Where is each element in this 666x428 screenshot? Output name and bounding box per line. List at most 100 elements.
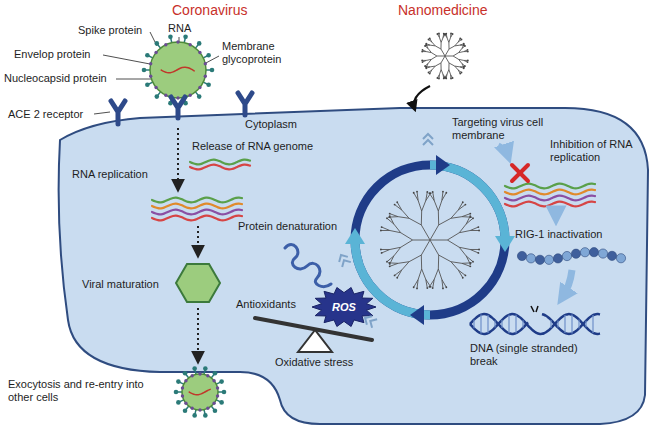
entry-arrow — [414, 86, 430, 110]
dendrimer — [422, 49, 424, 51]
cycle-ring — [355, 165, 505, 315]
dendrimer — [416, 191, 418, 193]
dendrimer — [445, 286, 447, 288]
part-label: Envelop protein — [14, 48, 90, 61]
dendrimer — [443, 34, 445, 37]
dendrimer — [470, 230, 479, 231]
rig1-protein — [517, 251, 526, 260]
dna-helix — [470, 314, 528, 334]
coronavirus-particle — [213, 408, 218, 413]
coronavirus-particle — [155, 41, 160, 46]
dendrimer — [421, 60, 423, 62]
dna-helix — [592, 315, 593, 333]
chevron-arrow — [337, 253, 351, 268]
dendrimer — [418, 200, 422, 211]
dendrimer — [470, 262, 472, 264]
dendrimer — [394, 224, 401, 233]
rig1-protein — [544, 255, 553, 264]
dendrimer — [467, 61, 469, 63]
dendrimer — [449, 46, 455, 49]
dendrimer — [448, 43, 449, 49]
flow-arrow — [197, 226, 199, 256]
dendrimer — [458, 205, 465, 210]
coronavirus-particle — [206, 82, 211, 87]
ace2-receptor — [171, 97, 185, 118]
dendrimer — [447, 38, 449, 43]
dendrimer — [441, 38, 443, 43]
dendrimer — [437, 34, 439, 38]
coronavirus-particle — [154, 51, 157, 54]
dendrimer — [462, 46, 465, 49]
dendrimer — [438, 33, 440, 37]
coronavirus-particle — [181, 386, 184, 389]
dna-helix — [470, 314, 600, 334]
coronavirus-particle — [176, 379, 181, 384]
dendrimer — [440, 63, 441, 69]
coronavirus-particle — [190, 374, 193, 377]
coronavirus-particle — [142, 35, 215, 106]
dendrimer — [430, 240, 447, 241]
rig1-protein — [598, 249, 607, 258]
coronavirus-particle — [174, 390, 179, 395]
dendrimer — [429, 70, 432, 73]
dendrimer — [425, 44, 427, 46]
coronavirus-particle — [213, 371, 218, 376]
dendrimer — [426, 44, 430, 45]
dna-helix — [501, 320, 502, 328]
coronavirus-particle — [176, 40, 179, 43]
step-label: DNA (single stranded) break — [470, 342, 595, 368]
dendrimer — [444, 77, 446, 79]
dendrimer — [448, 63, 449, 69]
dendrimer — [451, 34, 453, 38]
dendrimer — [386, 217, 388, 219]
dendrimer — [381, 252, 383, 254]
process-arrow — [498, 146, 508, 156]
coronavirus-particle — [206, 407, 209, 410]
node-text: Cytoplasm — [245, 118, 297, 131]
dendrimer — [435, 46, 441, 49]
dendrimer — [382, 227, 390, 230]
coronavirus-particle — [192, 366, 197, 371]
dendrimer — [422, 50, 426, 52]
coronavirus-particle — [183, 408, 188, 413]
dendrimer — [431, 56, 437, 59]
dendrimer — [462, 263, 470, 266]
coronavirus-particle — [203, 413, 208, 418]
coronavirus-particle — [219, 379, 224, 384]
dendrimer — [466, 218, 473, 224]
rna-strand — [152, 204, 242, 209]
process-arrow — [553, 208, 560, 218]
ace2-receptor — [111, 93, 252, 124]
dendrimer — [413, 286, 415, 288]
dendrimer — [381, 226, 383, 228]
dendrimer — [459, 247, 466, 256]
chevron-arrow — [423, 140, 433, 145]
dendrimer — [462, 216, 471, 217]
dendrimer — [467, 60, 469, 62]
ace2-receptor — [111, 101, 125, 124]
dendrimer — [436, 77, 438, 79]
dendrimer — [434, 269, 438, 279]
dendrimer — [460, 66, 464, 67]
coronavirus-particle — [210, 68, 215, 73]
dendrimer — [432, 42, 435, 46]
dendrimer — [445, 34, 447, 37]
coronavirus-particle — [198, 408, 201, 411]
coronavirus-particle — [222, 390, 227, 395]
coronavirus-particle — [219, 400, 224, 405]
rig1-protein — [553, 254, 562, 263]
dna-helix — [531, 306, 534, 312]
dendrimer — [433, 192, 435, 201]
dendrimer — [430, 38, 432, 42]
coronavirus-particle — [176, 400, 181, 405]
rna-strand — [152, 210, 242, 215]
flow-arrow — [177, 128, 179, 190]
dendrimer — [417, 192, 418, 201]
dendrimer — [445, 49, 449, 56]
dendrimer — [401, 240, 413, 247]
dendrimer — [421, 225, 430, 240]
dendrimer — [459, 59, 462, 63]
coronavirus-particle — [184, 402, 187, 405]
coronavirus-particle — [216, 394, 219, 397]
